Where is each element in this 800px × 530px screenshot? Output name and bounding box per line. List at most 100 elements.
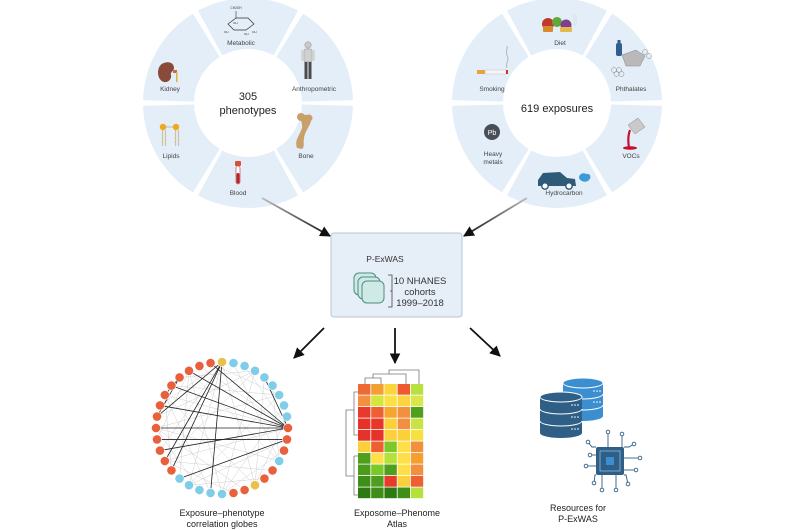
bone-icon: [296, 113, 313, 149]
arrow-exposures-to-box: [463, 197, 528, 237]
heatmap-cell: [397, 453, 410, 464]
heatmap-cell: [397, 418, 410, 430]
circuit-pad: [625, 481, 631, 487]
plastic-bottle-icon: [611, 40, 652, 77]
globe-edge-weak: [159, 361, 223, 451]
segment-label-heavy-metals-line1: Heavy: [484, 151, 503, 158]
circuit-pad: [637, 455, 643, 461]
heatmap-cell: [371, 476, 384, 487]
segment-label-diet: Diet: [554, 40, 566, 47]
p-exwas-box: P-ExWAS 10 NHANES cohorts 1999–2018: [330, 232, 463, 318]
globe-node-phenotype: [283, 423, 293, 433]
globe-edge-weak: [188, 361, 223, 486]
heatmap-cell: [358, 487, 371, 499]
circuit-pad: [583, 463, 589, 469]
heatmap-cell: [384, 441, 397, 453]
circuit-pad: [631, 441, 637, 447]
globe-node-phenotype: [184, 365, 194, 376]
heatmap-cell: [397, 464, 410, 476]
globe-edge-weak: [155, 427, 245, 491]
segment-label-vocs: VOCs: [622, 153, 640, 160]
row-dendrogram: [345, 391, 358, 496]
heatmap-cell: [384, 418, 397, 430]
phenotype-segment-bone: [276, 104, 353, 193]
box-title: P-ExWAS: [366, 254, 404, 264]
globe-edge-weak: [159, 361, 223, 406]
arrow-box-to-resources: [469, 327, 501, 357]
heatmap-cell: [384, 384, 397, 395]
globe-node-phenotype: [155, 400, 165, 411]
heatmap-cell: [384, 453, 397, 464]
segment-label-heavy-metals-line2: metals: [483, 159, 503, 166]
database-dark-icon: [539, 391, 583, 438]
globe-node-phenotype: [205, 358, 216, 368]
svg-text:OH: OH: [244, 32, 249, 36]
globe-node-exposure: [205, 488, 216, 498]
segment-label-kidney: Kidney: [160, 86, 181, 93]
heatmap-cell: [371, 464, 384, 476]
paint-can-icon: [623, 117, 646, 150]
heatmap-cell: [410, 476, 424, 487]
heatmap-cell: [410, 441, 424, 453]
globe-edge-weak: [210, 362, 280, 396]
globe-node-exposure: [282, 411, 292, 422]
globe-node-phenotype: [282, 434, 292, 445]
globe-edge-weak: [179, 370, 190, 479]
caption-globes-line1: Exposure–phenotype: [179, 508, 264, 518]
heatmap-cell: [358, 384, 371, 395]
caption-resources-line2: P-ExWAS: [558, 514, 598, 524]
globe-node-phenotype: [267, 465, 278, 476]
globe-edge-weak: [164, 394, 211, 494]
caption-globes-line2: correlation globes: [186, 519, 258, 529]
heatmap-cell: [384, 476, 397, 487]
globe-edge-weak: [221, 361, 256, 486]
globe-node-highlight: [217, 357, 227, 367]
exposure-segment-smoking: [452, 13, 529, 102]
globe-node-exposure: [274, 390, 285, 400]
segment-label-phthalates: Phthalates: [616, 86, 647, 93]
heatmap-cell: [410, 384, 424, 395]
heatmap-cell: [358, 453, 371, 464]
heatmap-cell: [358, 464, 371, 476]
phenotype-segment-metabolic: [198, 0, 298, 56]
globe-edge-weak: [155, 427, 200, 491]
caption-atlas-line2: Atlas: [387, 519, 408, 529]
caption-atlas-line1: Exposome–Phenome: [354, 508, 440, 518]
cohort-bracket: [388, 274, 393, 308]
glucose-molecule-icon: CH2OH OH OH OH OH: [224, 6, 257, 36]
cohort-years: 1999–2018: [396, 298, 444, 309]
globe-edge-strong: [156, 361, 223, 417]
globe-edge-weak: [164, 427, 289, 462]
heatmap-cell: [410, 487, 424, 499]
globe-node-phenotype: [166, 380, 177, 391]
globe-node-exposure: [184, 480, 194, 491]
phenotype-count: 305: [239, 91, 257, 103]
cohort-count: 10 NHANES: [394, 276, 447, 287]
globe-node-phenotype: [279, 445, 289, 456]
heatmap-cell: [358, 441, 371, 453]
globe-node-exposure: [250, 365, 260, 376]
car-exhaust-icon: [538, 172, 591, 190]
globe-node-phenotype: [155, 445, 165, 456]
heatmap-cell: [371, 430, 384, 441]
globe-edge-strong: [171, 361, 223, 471]
correlation-globe: [151, 357, 293, 499]
heatmap-dendrogram: [345, 369, 420, 496]
cigarette-icon: [477, 45, 509, 75]
globe-node-phenotype: [152, 434, 162, 445]
globe-node-exposure: [194, 485, 205, 495]
globe-node-highlight: [250, 480, 260, 491]
circuit-pad: [587, 452, 593, 458]
segment-label-blood: Blood: [230, 190, 247, 197]
globe-edge-strong: [188, 370, 289, 429]
heatmap-cell: [397, 441, 410, 453]
cohort-stack-icon: [353, 272, 385, 304]
lipid-molecule-icon: [159, 123, 180, 147]
heatmap-cell: [410, 395, 424, 407]
globe-node-phenotype: [194, 361, 205, 371]
heatmap-cell: [358, 418, 371, 430]
globe-node-exposure: [228, 358, 239, 368]
globe-node-exposure: [274, 456, 285, 466]
globe-node-phenotype: [228, 488, 239, 498]
